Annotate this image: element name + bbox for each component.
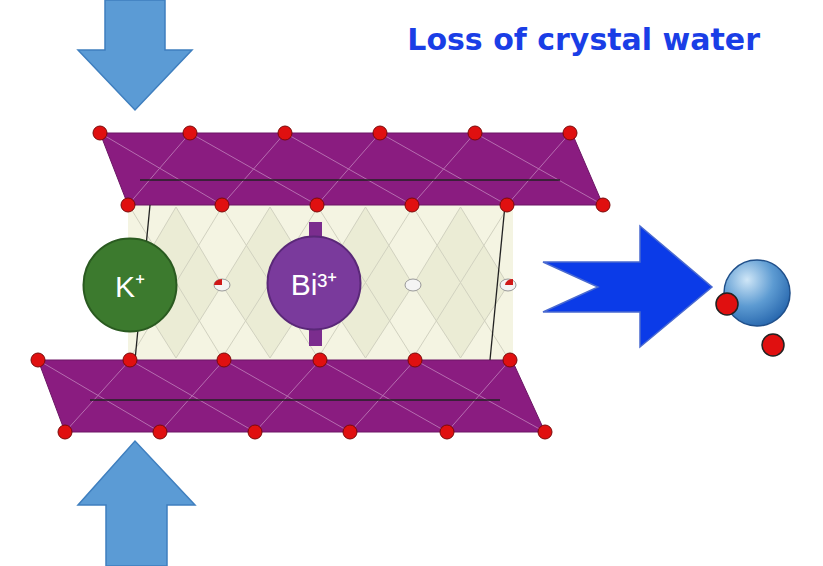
oxygen-atom — [310, 198, 324, 212]
slab-line — [255, 360, 320, 432]
ion-label: K⁺ — [115, 265, 145, 306]
oxygen-atom — [123, 353, 137, 367]
oxygen-atom — [408, 353, 422, 367]
oxygen-atom — [183, 126, 197, 140]
slab-line — [507, 133, 570, 205]
slab-line — [38, 360, 160, 432]
oxygen-atom — [343, 425, 357, 439]
oxygen-atom — [93, 126, 107, 140]
release-arrow — [543, 226, 712, 347]
slab-octahedra-lines — [100, 133, 603, 205]
compression-arrow-top — [78, 0, 192, 110]
oxygen-atom — [58, 425, 72, 439]
octahedron-edge — [413, 207, 508, 358]
title: Loss of crystal water — [407, 22, 760, 57]
oxygen-atom — [31, 353, 45, 367]
water-molecule — [716, 260, 790, 356]
oxygen-atom — [313, 353, 327, 367]
potassium-ion: K⁺ — [82, 237, 178, 333]
slab-octahedra-lines — [38, 360, 545, 432]
slab-line — [447, 360, 510, 432]
slab-line — [317, 133, 380, 205]
oxygen-atom — [217, 353, 231, 367]
slab-line — [128, 133, 190, 205]
slab-line — [350, 360, 415, 432]
oxygen-atom — [121, 198, 135, 212]
slab-line — [224, 360, 350, 432]
top-layer-slab — [100, 133, 603, 205]
octahedron-edge — [413, 207, 508, 358]
slab-line — [100, 133, 222, 205]
interlayer-sites — [214, 279, 516, 291]
oxygen-atom — [278, 126, 292, 140]
slab-line — [475, 133, 603, 205]
oxygen-atom — [538, 425, 552, 439]
circle-fill — [84, 239, 177, 332]
slab-line — [380, 133, 507, 205]
oxygen-atom — [503, 353, 517, 367]
octahedra — [130, 207, 508, 358]
bottom-layer-slab — [38, 360, 545, 432]
slab-line — [190, 133, 317, 205]
circle-fill — [268, 237, 361, 330]
slab-line — [65, 360, 130, 432]
oxygen-atom — [248, 425, 262, 439]
slab-line — [160, 360, 224, 432]
oxygen-atom — [215, 198, 229, 212]
slab-line — [320, 360, 447, 432]
oxygen-atom — [596, 198, 610, 212]
oxygen-atom — [153, 425, 167, 439]
slab-line — [285, 133, 412, 205]
oxygen-atom — [440, 425, 454, 439]
ion-label: Bi³⁺ — [291, 263, 338, 304]
interlayer-octahedra — [128, 205, 513, 360]
oxygen-atom — [373, 126, 387, 140]
oxygen-atom — [405, 198, 419, 212]
slab-line — [412, 133, 475, 205]
oxygen-atoms — [31, 126, 610, 439]
bismuth-ion: Bi³⁺ — [266, 235, 362, 331]
oxygen-atom — [468, 126, 482, 140]
slab-line — [130, 360, 255, 432]
oxygen-atom — [500, 198, 514, 212]
oxygen-atom — [563, 126, 577, 140]
octahedron — [413, 207, 508, 358]
slab-line — [222, 133, 285, 205]
compression-arrow-bottom — [78, 441, 195, 566]
slab-line — [415, 360, 545, 432]
